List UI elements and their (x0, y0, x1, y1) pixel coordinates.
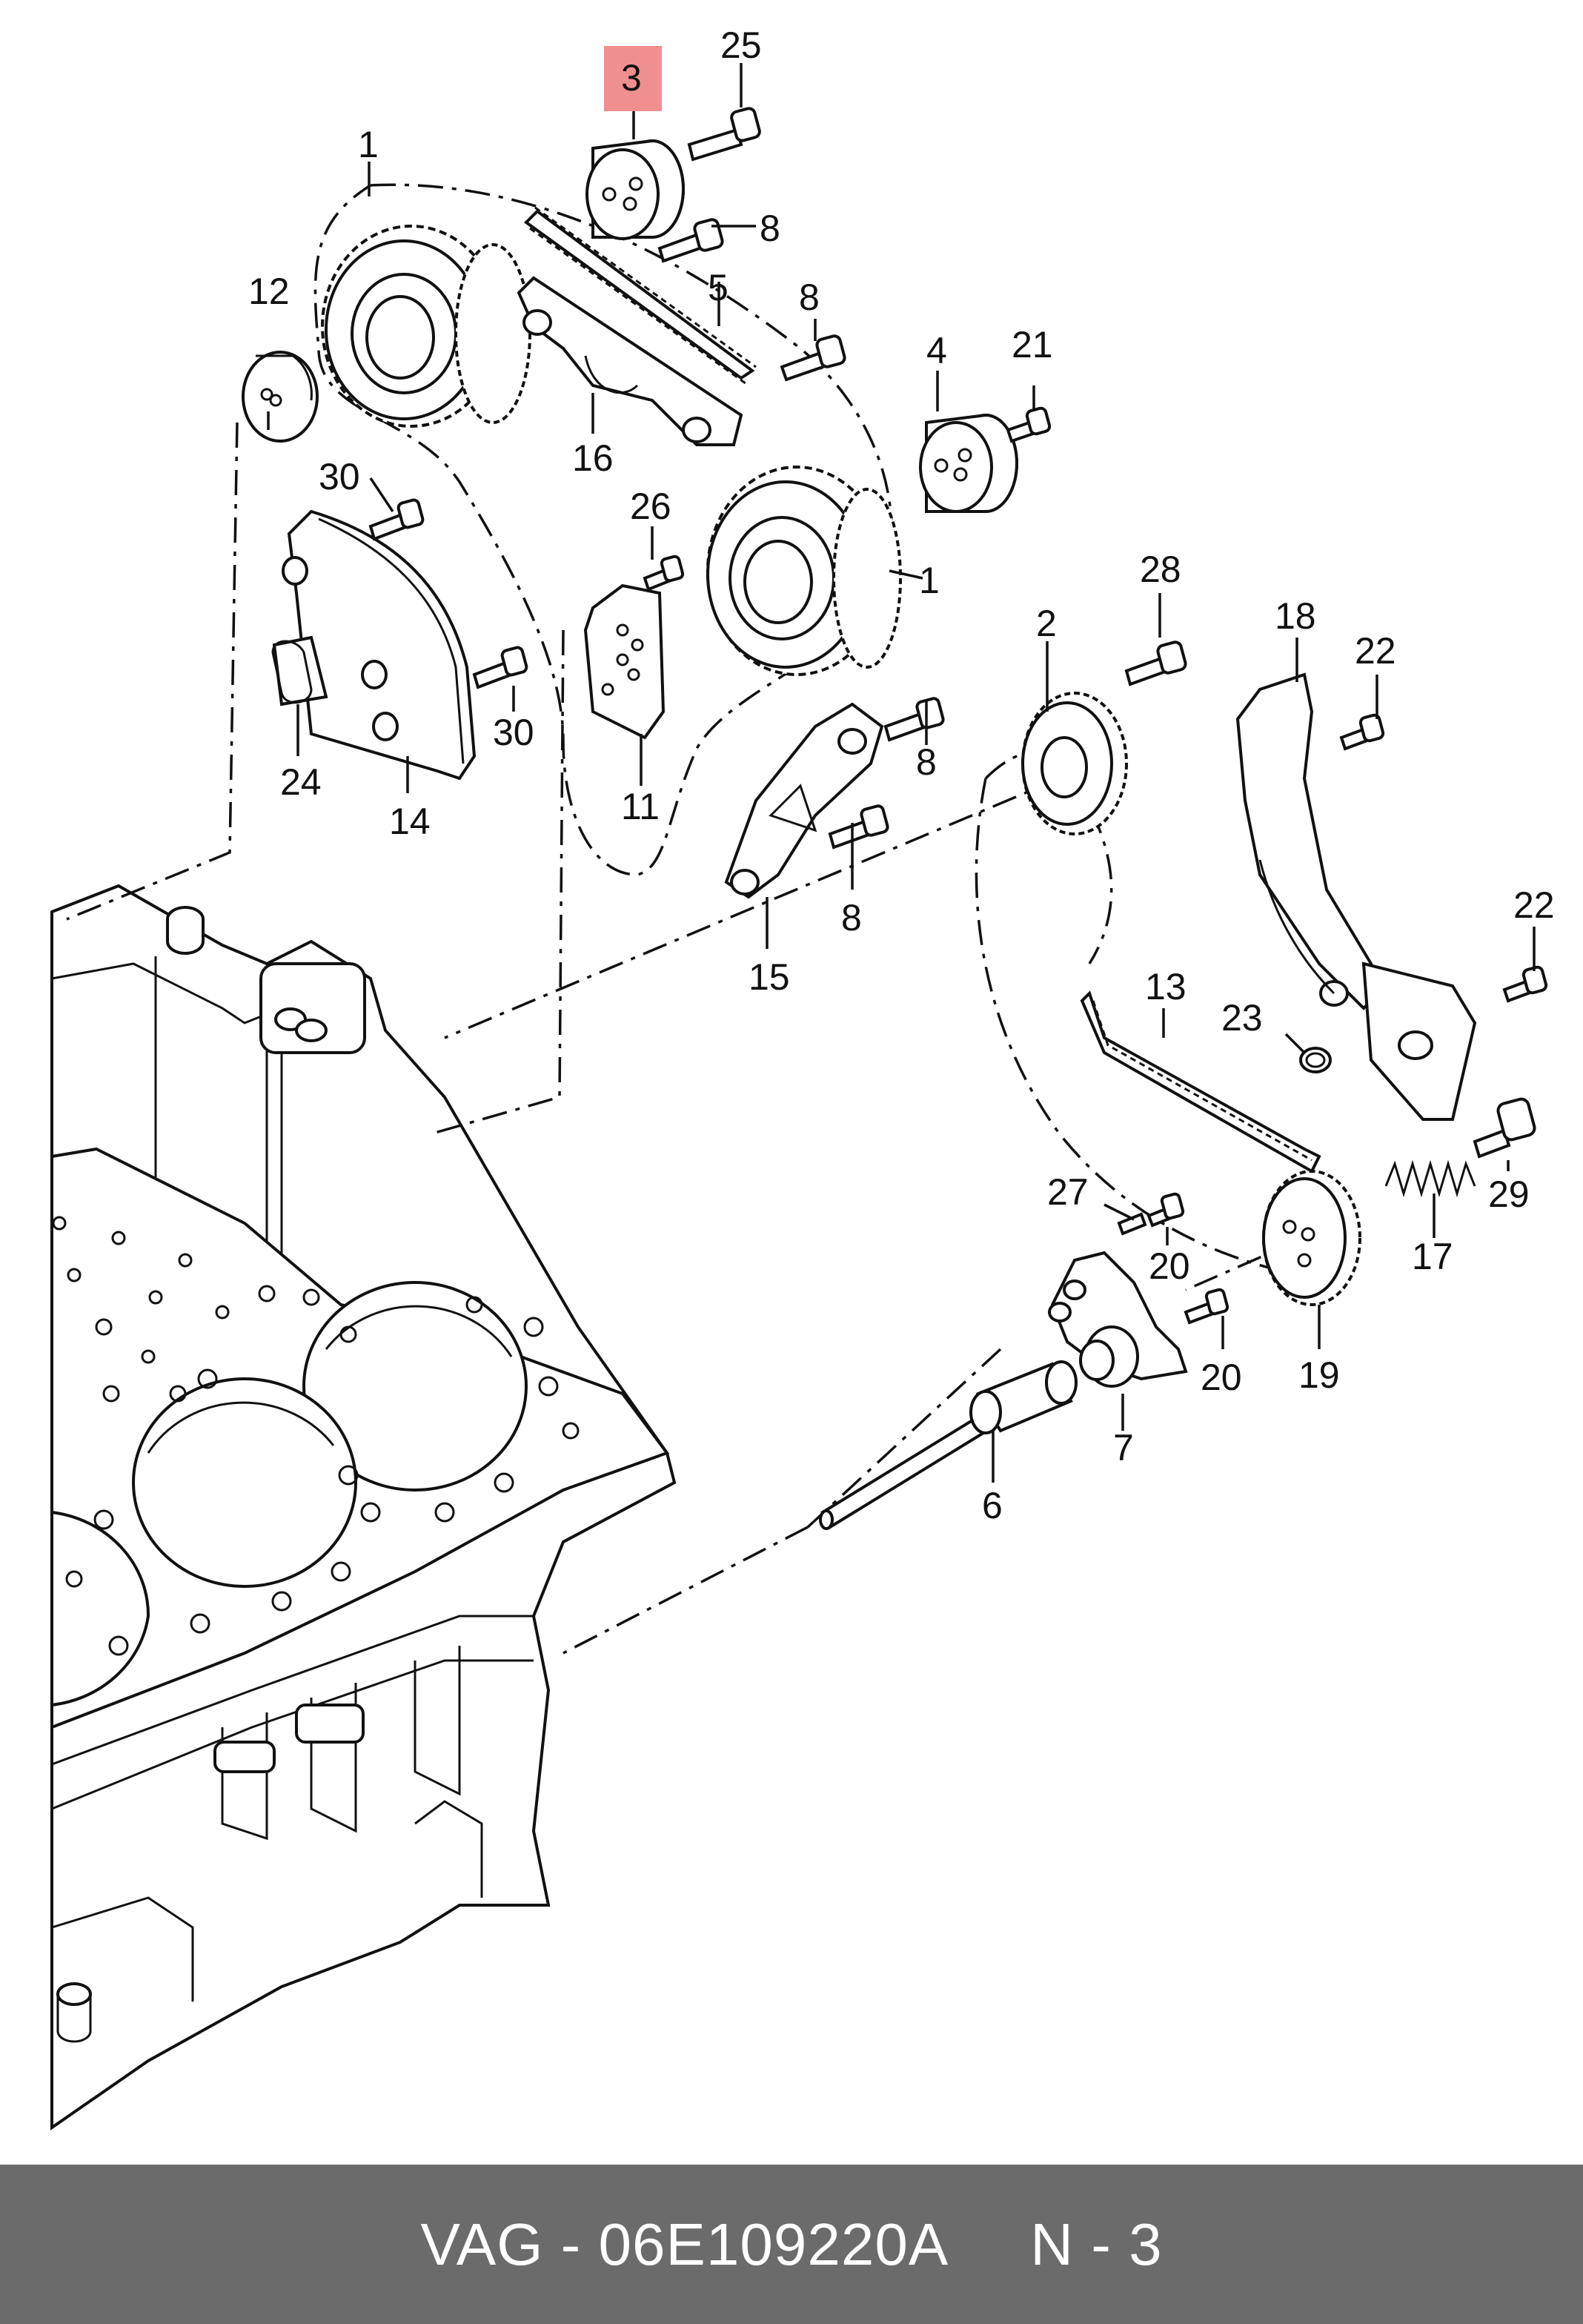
bolt-28 (1124, 640, 1187, 686)
callout-22-top: 22 (1355, 630, 1396, 672)
chain-tensioner-18 (1235, 672, 1477, 1121)
spring-17 (1384, 1159, 1476, 1198)
callout-8-mid: 8 (799, 277, 820, 318)
callout-1-right: 1 (919, 560, 940, 601)
camshaft-sprocket-right (706, 466, 902, 676)
callout-12: 12 (248, 271, 290, 312)
callout-30-low: 30 (493, 712, 534, 753)
bolt-30-low (472, 646, 528, 689)
bearing-3 (585, 139, 685, 240)
callout-3: 3 (621, 57, 642, 99)
bolt-30-top (368, 498, 425, 541)
callout-15: 15 (749, 956, 790, 998)
callout-8-low: 8 (841, 897, 862, 938)
callout-11: 11 (621, 786, 660, 827)
cover-plate-11 (583, 583, 666, 740)
tensioner-rail-14 (272, 509, 477, 781)
callout-29: 29 (1488, 1173, 1530, 1215)
diagram-position: N - 3 (1030, 2211, 1163, 2277)
washer-12 (242, 351, 319, 443)
camshaft-sprocket-upper (321, 225, 531, 428)
callout-25: 25 (720, 24, 762, 66)
callout-30-top: 30 (319, 456, 360, 497)
bolt-8-right (883, 697, 945, 742)
callout-26: 26 (630, 486, 671, 527)
chain-guide-15 (724, 702, 884, 899)
callout-5: 5 (708, 267, 729, 308)
bolt-25 (687, 107, 761, 162)
callout-22-right: 22 (1513, 884, 1555, 926)
bolt-8-low (828, 804, 889, 850)
engine-block (50, 884, 677, 2131)
callout-13: 13 (1145, 966, 1187, 1007)
callout-labels: 1 1 2 3 4 5 6 7 8 8 8 8 11 12 13 14 15 1… (248, 24, 1555, 1526)
callout-19: 19 (1298, 1354, 1340, 1396)
callout-24: 24 (280, 761, 322, 803)
tensioner-lever-7 (1048, 1251, 1188, 1388)
timing-chain-lower (1080, 990, 1321, 1173)
deck-holes (52, 1216, 580, 1656)
brand-part-number: VAG - 06E109220A (420, 2211, 949, 2277)
highlight-box (604, 46, 662, 111)
callout-6: 6 (982, 1485, 1003, 1526)
chain-guide-16 (517, 276, 743, 446)
callout-28: 28 (1140, 549, 1181, 590)
callout-18: 18 (1275, 595, 1316, 637)
bolt-27 (1117, 1212, 1147, 1236)
leader-lines (267, 63, 1536, 1483)
callout-20-top: 20 (1149, 1245, 1190, 1287)
crank-sprocket-2 (1021, 692, 1128, 835)
callout-8-right: 8 (916, 741, 937, 783)
timing-chain-exploded-diagram: 1 1 2 3 4 5 6 7 8 8 8 8 11 12 13 14 15 1… (50, 24, 1555, 2131)
callout-17: 17 (1412, 1236, 1453, 1277)
callout-7: 7 (1113, 1427, 1134, 1469)
part-number-footer: VAG - 06E109220A N - 3 (0, 2165, 1583, 2324)
bearing-4 (919, 413, 1018, 513)
callout-27: 27 (1047, 1171, 1089, 1213)
bolt-21 (1006, 406, 1052, 443)
bolt-26 (643, 554, 685, 592)
callout-8-top: 8 (760, 208, 780, 249)
callout-1-upper: 1 (358, 124, 379, 165)
callout-4: 4 (926, 330, 947, 371)
gasket-24 (271, 640, 313, 704)
bolt-8-mid (780, 334, 846, 382)
o-ring-23 (1299, 1047, 1332, 1073)
assembly-lines (66, 183, 1350, 1655)
callout-2: 2 (1036, 603, 1057, 644)
bolt-20-low (1184, 1288, 1229, 1325)
callout-14: 14 (389, 801, 431, 842)
bolt-22-right (1502, 965, 1548, 1003)
bolt-29 (1473, 1097, 1536, 1159)
bolt-20-top (1146, 1192, 1185, 1228)
callout-16: 16 (572, 437, 614, 479)
callout-20-low: 20 (1201, 1357, 1242, 1398)
callout-23: 23 (1221, 997, 1263, 1039)
intermediate-shaft-6 (819, 1360, 1078, 1530)
timing-chain-upper (523, 206, 757, 387)
callout-21: 21 (1012, 324, 1053, 365)
bolt-22-top (1339, 713, 1385, 751)
oil-pump-sprocket-19 (1262, 1170, 1361, 1306)
